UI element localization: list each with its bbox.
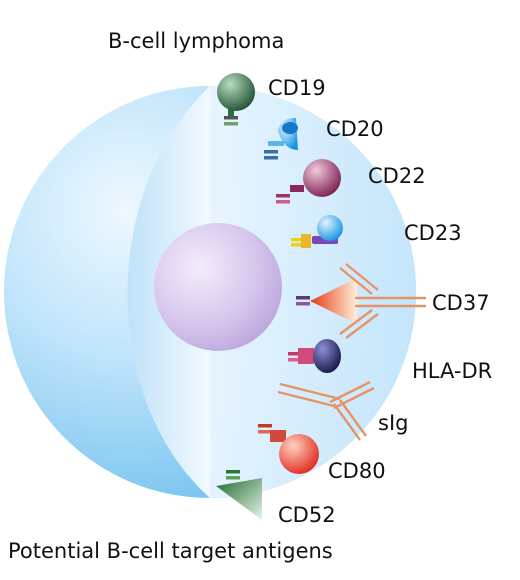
antigen-cd37: CD37 (296, 263, 490, 339)
antigen-cd20: CD20 (264, 117, 384, 160)
diagram-caption: Potential B-cell target antigens (8, 539, 333, 563)
antigen-cd19: CD19 (217, 73, 326, 126)
label-cd19: CD19 (268, 76, 326, 100)
antigen-sig: sIg (277, 380, 408, 441)
label-cd22: CD22 (368, 164, 426, 188)
antigen-cd80: CD80 (258, 424, 386, 483)
label-cd20: CD20 (326, 117, 384, 141)
label-sig: sIg (378, 411, 408, 435)
cell-cutaway (210, 86, 416, 498)
antigen-cd23: CD23 (291, 215, 462, 248)
label-cd37: CD37 (432, 291, 490, 315)
label-cd52: CD52 (278, 503, 336, 527)
antigen-cd22: CD22 (276, 159, 426, 204)
label-hla-dr: HLA-DR (412, 359, 492, 383)
cd37-antibody (339, 263, 426, 339)
nucleus (154, 223, 282, 351)
diagram-title: B-cell lymphoma (108, 29, 284, 53)
antigen-cd52: CD52 (216, 470, 336, 527)
antigen-hla-dr: HLA-DR (288, 339, 492, 383)
label-cd80: CD80 (328, 459, 386, 483)
label-cd23: CD23 (404, 221, 462, 245)
